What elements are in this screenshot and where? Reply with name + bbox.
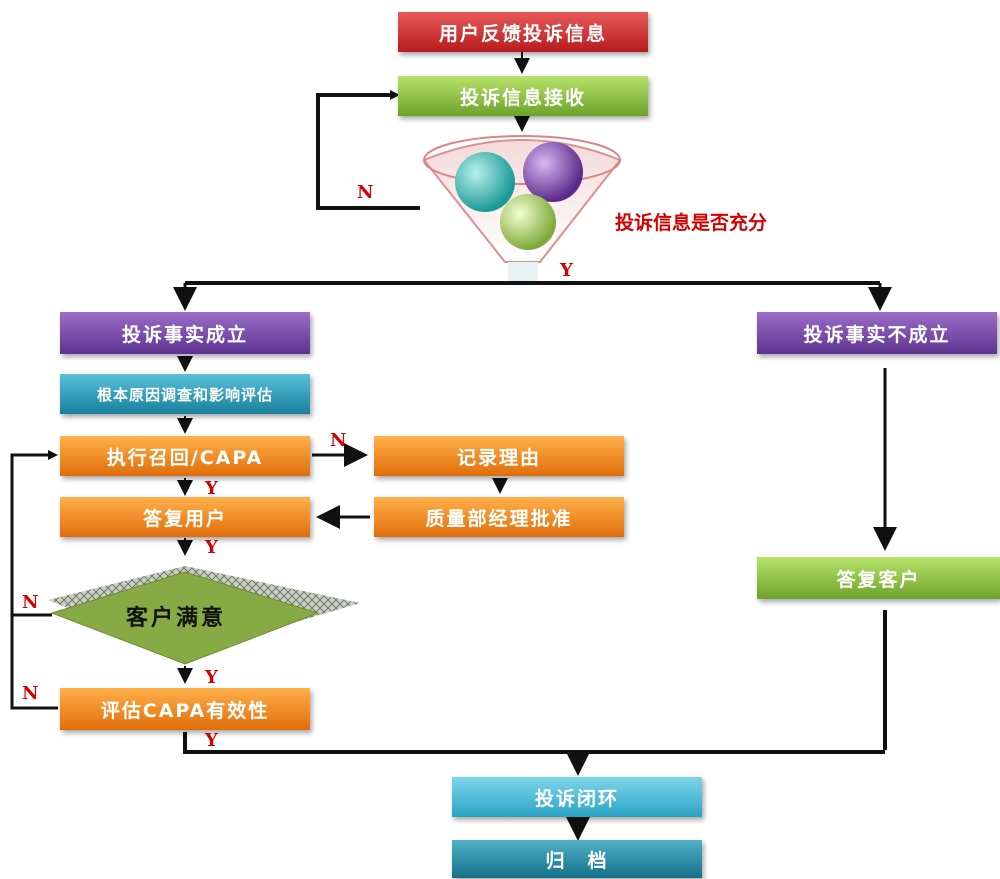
label-no-satisfied: N [22, 592, 39, 613]
decision-sufficient-label: 投诉信息是否充分 [615, 212, 768, 234]
label-yes-funnel: Y [560, 260, 573, 281]
funnel-decision [422, 135, 622, 282]
label-yes-satisfied: Y [205, 667, 218, 688]
label-no-capa: N [330, 430, 347, 451]
node-satisfied: 客户满意 [126, 606, 227, 631]
label-yes-reply: Y [205, 537, 218, 558]
satisfaction-diamond [48, 566, 360, 665]
node-record-reason: 记录理由 [374, 436, 624, 476]
node-archive: 归 档 [452, 840, 702, 878]
node-established: 投诉事实成立 [60, 312, 310, 354]
node-reply-user: 答复用户 [60, 497, 310, 537]
node-qa-approve: 质量部经理批准 [374, 497, 624, 537]
node-close-loop: 投诉闭环 [452, 777, 702, 817]
node-evaluate: 评估CAPA有效性 [60, 688, 310, 730]
label-no-evaluate: N [22, 683, 39, 704]
node-receive: 投诉信息接收 [398, 76, 648, 116]
label-no-funnel: N [357, 182, 374, 203]
label-yes-capa: Y [205, 478, 218, 499]
label-yes-evaluate: Y [205, 730, 218, 751]
node-root-cause: 根本原因调查和影响评估 [60, 374, 310, 414]
node-capa: 执行召回/CAPA [60, 436, 310, 476]
node-not-established: 投诉事实不成立 [757, 312, 997, 354]
node-feedback: 用户反馈投诉信息 [398, 12, 648, 52]
node-reply-customer: 答复客户 [757, 557, 1000, 599]
